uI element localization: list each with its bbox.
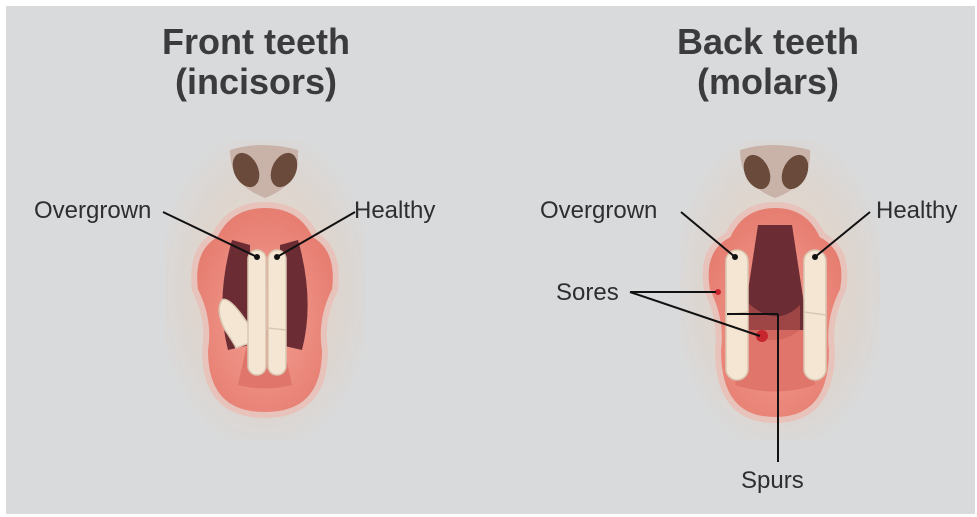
incisor-healthy-label: Healthy bbox=[354, 197, 435, 225]
overgrown-incisor bbox=[248, 250, 266, 375]
healthy-leader-dot bbox=[274, 254, 280, 260]
incisor-overgrown-label: Overgrown bbox=[34, 197, 151, 225]
molar-healthy-label: Healthy bbox=[876, 197, 957, 225]
incisors-title-line2: (incisors) bbox=[96, 62, 416, 102]
sores-label: Sores bbox=[556, 279, 619, 307]
healthy-leader-dot bbox=[812, 254, 818, 260]
molars-title-line2: (molars) bbox=[608, 62, 928, 102]
healthy-incisor bbox=[268, 250, 286, 375]
overgrown-leader-dot bbox=[254, 254, 260, 260]
molar-illustration bbox=[630, 140, 880, 462]
incisor-illustration bbox=[163, 140, 365, 440]
spurs-label: Spurs bbox=[741, 467, 804, 495]
incisors-title-line1: Front teeth bbox=[96, 22, 416, 62]
molars-title-line1: Back teeth bbox=[608, 22, 928, 62]
molars-title: Back teeth (molars) bbox=[608, 22, 928, 102]
molar-overgrown-label: Overgrown bbox=[540, 197, 657, 225]
overgrown-leader-dot bbox=[732, 254, 738, 260]
incisors-title: Front teeth (incisors) bbox=[96, 22, 416, 102]
